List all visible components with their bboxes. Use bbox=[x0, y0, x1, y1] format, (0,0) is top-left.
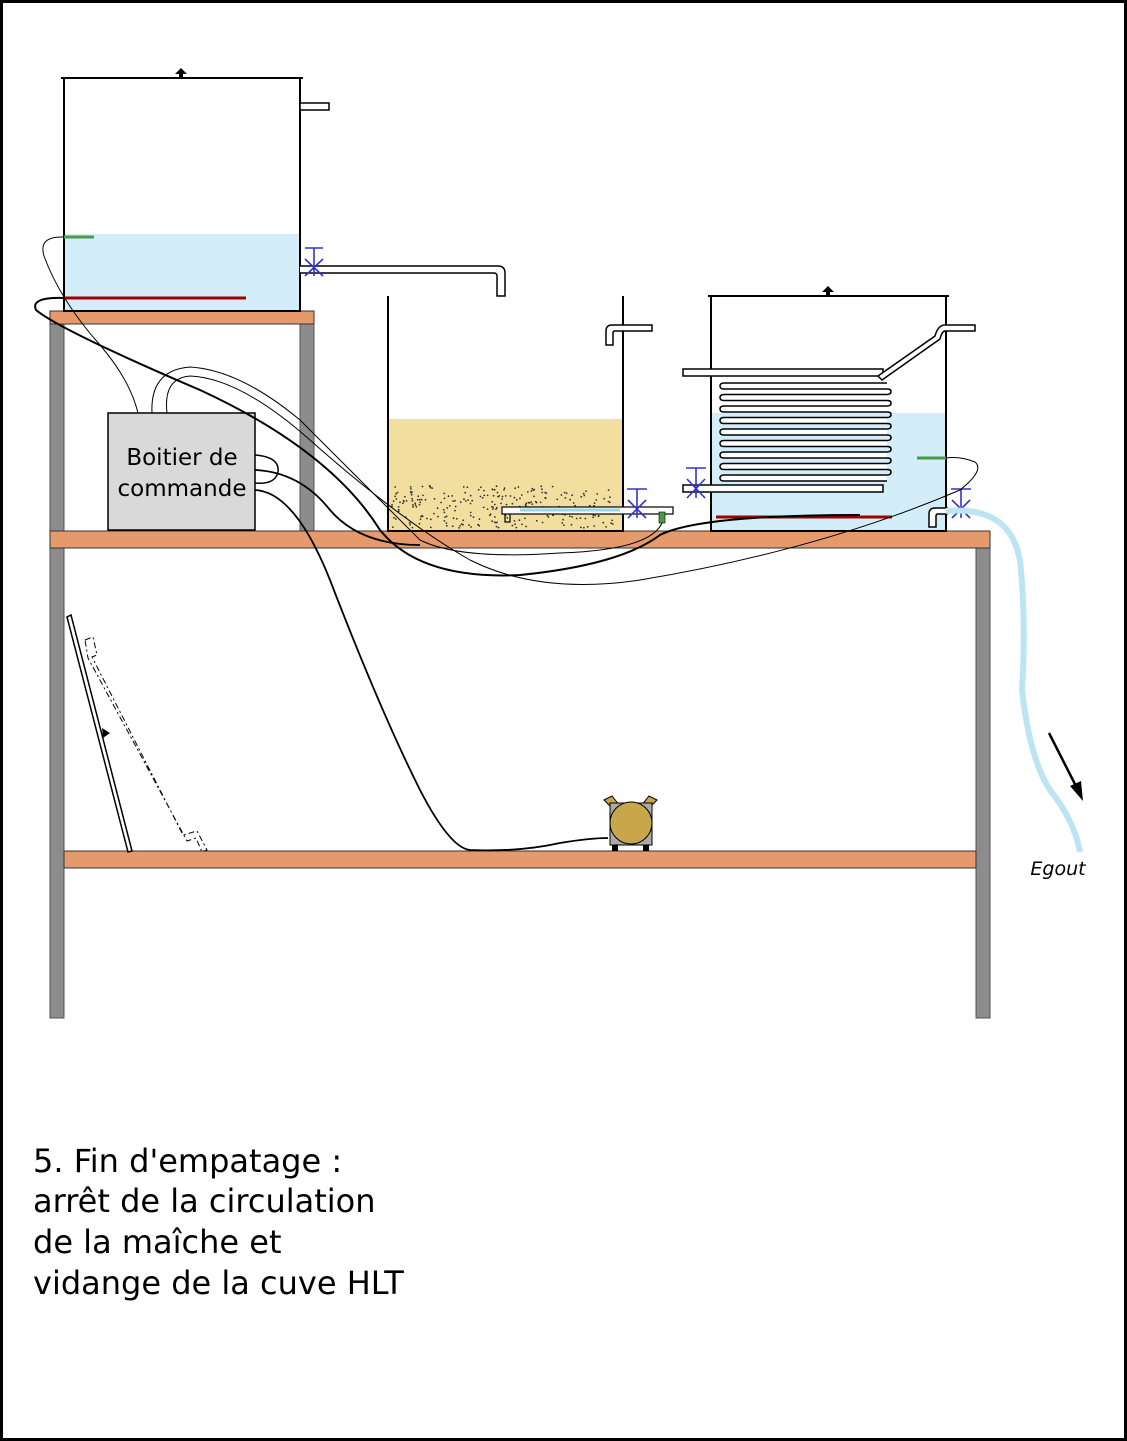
control-loop-cable bbox=[254, 454, 279, 485]
control-box-label-line2: commande bbox=[118, 476, 247, 502]
caption: 5. Fin d'empatage : arrêt de la circulat… bbox=[33, 1142, 404, 1302]
hinged-panel bbox=[66, 613, 208, 853]
caption-line-3: de la maîche et bbox=[33, 1223, 281, 1261]
hlt-valve-icon[interactable] bbox=[304, 247, 324, 277]
mash-sensor-cable bbox=[151, 366, 663, 556]
coil-bend bbox=[886, 411, 892, 419]
lower-shelf bbox=[63, 850, 977, 869]
coil-loop bbox=[719, 462, 887, 471]
table-structure bbox=[49, 310, 991, 1019]
hlt-sensor-cable bbox=[42, 236, 139, 414]
coil-loop bbox=[719, 382, 887, 390]
panel-closed bbox=[66, 613, 133, 853]
coil-bend bbox=[886, 457, 892, 465]
control-box[interactable]: Boitier de commande bbox=[107, 412, 256, 531]
coil-loop bbox=[719, 393, 887, 402]
coil-valve-icon[interactable] bbox=[686, 467, 706, 499]
hlt-tank-walls bbox=[63, 78, 301, 312]
coil-top-inlet bbox=[682, 368, 884, 377]
mash-valve-icon[interactable] bbox=[627, 488, 647, 519]
table-leg-right bbox=[975, 544, 991, 1019]
hlt-lid-knob bbox=[175, 68, 187, 78]
coil-bend bbox=[886, 468, 892, 476]
upper-stand-leg-right bbox=[299, 317, 315, 534]
pump[interactable] bbox=[603, 795, 658, 851]
mash-temp-sensor bbox=[658, 511, 666, 524]
coil-loop bbox=[719, 428, 887, 436]
mash-return-pipe bbox=[605, 324, 653, 346]
chiller-coil bbox=[719, 382, 892, 482]
table-leg-left bbox=[49, 317, 65, 1019]
panel-open-dashed bbox=[84, 636, 208, 853]
coil-top-riser bbox=[876, 324, 976, 381]
kettle-lid-knob bbox=[822, 286, 834, 296]
hlt-heater-cable bbox=[34, 296, 861, 577]
coil-loop bbox=[719, 405, 887, 413]
caption-line-1: 5. Fin d'empatage : bbox=[33, 1142, 342, 1180]
mash-tun bbox=[387, 296, 674, 532]
hlt-outlet-pipe bbox=[300, 265, 506, 297]
coil-loop bbox=[719, 439, 887, 448]
kettle-sensor-cable bbox=[165, 375, 979, 585]
kettle-drain-pipe bbox=[928, 507, 948, 528]
box-side-cable bbox=[254, 469, 421, 546]
drain-hose bbox=[945, 507, 1083, 853]
cables bbox=[34, 236, 979, 852]
mash-manifold-riser bbox=[504, 514, 511, 523]
control-box-label-line1: Boitier de bbox=[126, 445, 237, 471]
coil-bend bbox=[886, 434, 892, 442]
hlt-tank bbox=[61, 68, 506, 312]
coil-loop bbox=[719, 451, 887, 459]
coil-bend bbox=[886, 388, 892, 396]
mash-tun-walls bbox=[387, 296, 624, 532]
flow-arrow-head bbox=[1070, 781, 1083, 801]
hlt-overflow-pipe bbox=[299, 102, 330, 111]
coil-bend bbox=[886, 399, 892, 407]
pump-power-cable bbox=[254, 489, 609, 852]
main-shelf bbox=[49, 530, 991, 549]
kettle-walls bbox=[710, 296, 947, 532]
coil-bottom-outlet bbox=[682, 484, 884, 493]
coil-bend bbox=[886, 422, 892, 430]
coil-loop bbox=[719, 416, 887, 425]
caption-line-2: arrêt de la circulation bbox=[33, 1182, 376, 1220]
coil-loop bbox=[719, 474, 887, 482]
rotation-arrow-icon bbox=[102, 728, 110, 738]
coil-bend bbox=[886, 445, 892, 453]
caption-line-4: vidange de la cuve HLT bbox=[33, 1264, 404, 1302]
upper-shelf bbox=[49, 310, 315, 325]
drain-label: Egout bbox=[1030, 858, 1087, 880]
